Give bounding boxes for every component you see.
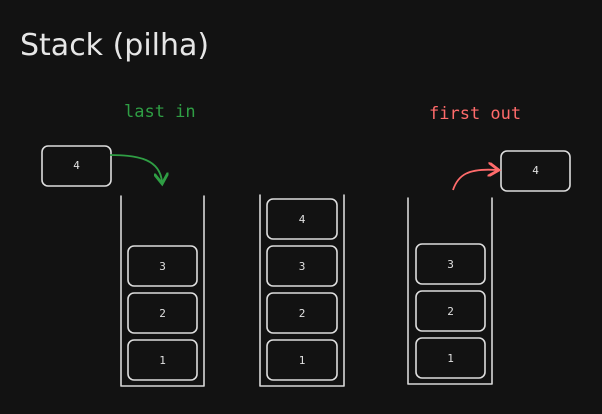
stack-item-label: 3 (159, 260, 166, 273)
stack-item: 4 (266, 198, 338, 240)
diagram-title: Stack (pilha) (20, 28, 209, 63)
stack-item-label: 1 (159, 354, 166, 367)
push-label: last in (124, 102, 196, 122)
push-arrow (109, 154, 162, 182)
stack-item-box (266, 198, 338, 240)
pop-label: first out (429, 104, 521, 124)
stack-item-label: 4 (299, 213, 306, 226)
stack-item-box (415, 337, 486, 379)
stack-item: 1 (127, 339, 198, 381)
stack-item-label: 1 (299, 354, 306, 367)
stack-item: 2 (415, 290, 486, 332)
stack-item-label: 1 (447, 352, 454, 365)
incoming-item-box (41, 145, 112, 187)
stack-item-label: 2 (159, 307, 166, 320)
stack-item: 3 (127, 245, 198, 287)
pop-arrow (452, 170, 497, 191)
stack-item-label: 3 (447, 258, 454, 271)
stack-item: 3 (266, 245, 338, 287)
stack-item-label: 3 (299, 260, 306, 273)
outgoing-item-label: 4 (532, 164, 539, 177)
stack-item-label: 2 (299, 307, 306, 320)
stack-container (407, 197, 493, 385)
stack-item-box (415, 243, 486, 285)
stack-item-box (127, 292, 198, 334)
stack-item-box (266, 292, 338, 334)
stack-item-label: 2 (447, 305, 454, 318)
stacks: 1 2 3 1 2 3 4 1 2 3 (120, 194, 493, 387)
stack-item: 1 (266, 339, 338, 381)
stack-item-box (266, 245, 338, 287)
stack-container (259, 194, 345, 387)
stack-item: 2 (127, 292, 198, 334)
stack-1: 1 2 3 (120, 195, 205, 387)
stack-item-box (127, 339, 198, 381)
outgoing-item: 4 (500, 150, 571, 192)
stack-item: 3 (415, 243, 486, 285)
stack-3: 1 2 3 (407, 197, 493, 385)
incoming-item: 4 (41, 145, 112, 187)
stack-container (120, 195, 205, 387)
stack-2: 1 2 3 4 (259, 194, 345, 387)
stack-item-box (127, 245, 198, 287)
stack-item: 1 (415, 337, 486, 379)
stack-item: 2 (266, 292, 338, 334)
stack-item-box (415, 290, 486, 332)
incoming-item-label: 4 (73, 159, 80, 172)
stack-item-box (266, 339, 338, 381)
